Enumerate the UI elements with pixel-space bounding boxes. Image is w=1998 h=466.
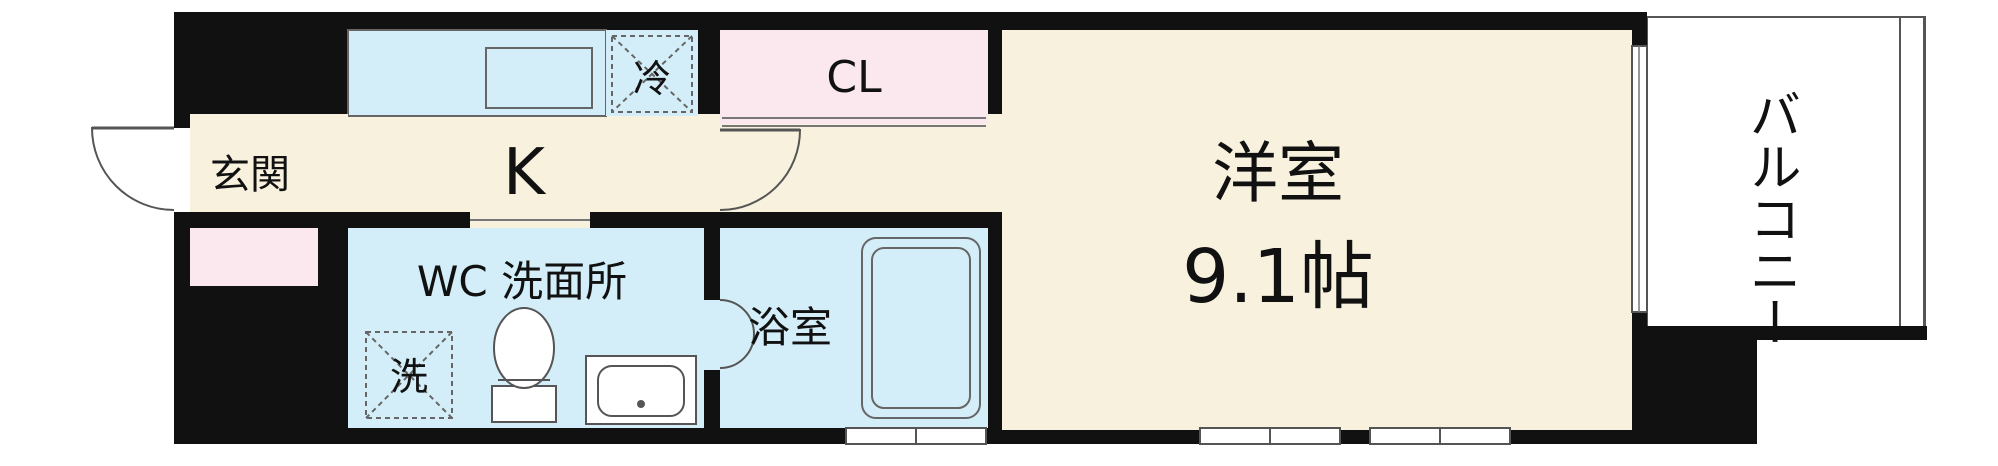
balcony-name: バルコニー xyxy=(1740,88,1800,348)
balcony-floor xyxy=(1646,16,1926,330)
basin-bowl xyxy=(597,365,685,417)
bathtub xyxy=(861,237,981,419)
balcony-railing xyxy=(1899,16,1925,330)
doors xyxy=(90,45,1648,445)
shoe-closet xyxy=(190,228,318,286)
entrance-name: 玄関 xyxy=(210,152,290,198)
entrance-floor xyxy=(190,114,348,212)
wc-washroom-name: WC 洗面所 xyxy=(417,257,627,306)
washroom-fixtures xyxy=(365,307,697,425)
labels: 洋室 9.1帖 K CL 玄関 WC 洗面所 浴室 冷 洗 バルコニー xyxy=(210,52,1800,399)
bathtub-inner xyxy=(871,247,971,409)
washer-label: 洗 xyxy=(390,355,428,399)
toilet-tank xyxy=(491,385,557,423)
fridge-box xyxy=(611,35,693,113)
bathroom-name: 浴室 xyxy=(748,303,832,352)
bathroom-door-swing xyxy=(719,299,755,369)
toilet-bowl xyxy=(493,307,555,389)
closet-floor xyxy=(720,30,988,124)
bathroom-door-opening xyxy=(704,300,720,370)
room-door-swing xyxy=(719,129,802,211)
room-floors xyxy=(190,29,1632,430)
western-room-name: 洋室 xyxy=(1212,135,1344,212)
washer-cross-a xyxy=(365,331,453,419)
entrance-door-swing xyxy=(90,127,175,211)
basin-drain xyxy=(637,400,645,408)
western-room-floor xyxy=(1002,30,1632,430)
fridge-cross-b xyxy=(611,35,693,113)
kitchen-sink xyxy=(485,47,593,109)
balcony xyxy=(1646,16,1927,340)
western-room-size: 9.1帖 xyxy=(1182,234,1374,320)
room-door-opening xyxy=(704,130,720,212)
washer-box xyxy=(365,331,453,419)
kitchen-name: K xyxy=(503,136,547,210)
wall-step xyxy=(1647,329,1757,444)
washer-cross-b xyxy=(365,331,453,419)
entrance-opening xyxy=(174,128,190,212)
closet-name: CL xyxy=(826,52,882,103)
fridge-label: 冷 xyxy=(633,57,671,101)
kitchen-floor xyxy=(348,114,1004,212)
